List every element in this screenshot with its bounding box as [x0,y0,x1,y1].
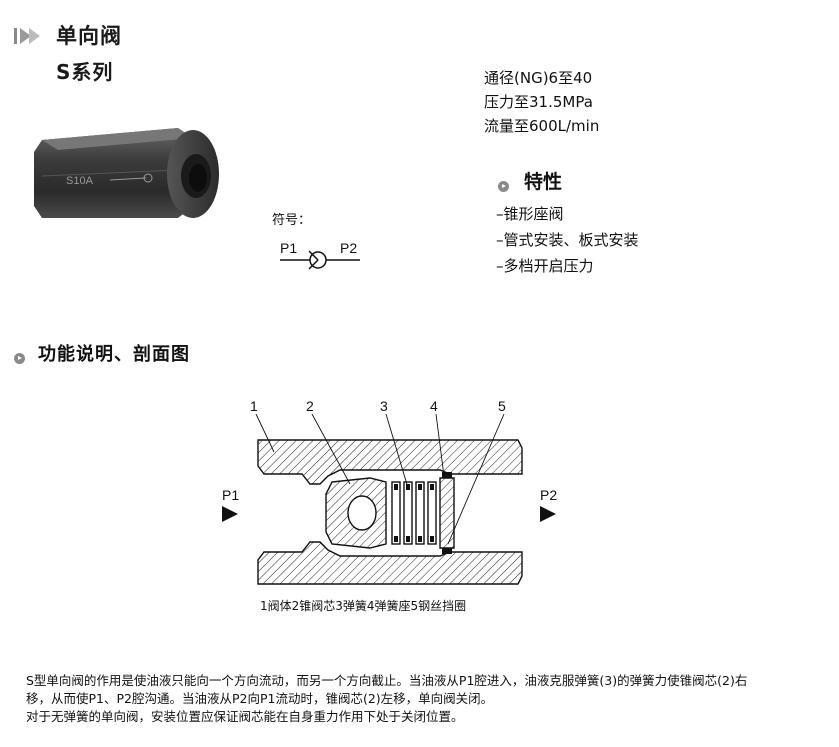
spec-pressure: 压力至31.5MPa [484,93,593,111]
title-arrow-icon [14,28,40,44]
port-in-label: P1 [222,487,239,503]
section-bullet-icon [14,349,25,368]
flow-in-arrow-icon [222,506,238,522]
port-out-label: P2 [540,487,557,503]
description: S型单向阀的作用是使油液只能向一个方向流动，而另一个方向截止。当油液从P1腔进入… [26,672,834,726]
body-marking: S10A [66,175,94,187]
description-line: 对于无弹簧的单向阀，安装位置应保证阀芯能在自身重力作用下处于关闭位置。 [26,709,464,724]
description-line: 移，从而使P1、P2腔沟通。当油液从P2向P1流动时，锥阀芯(2)左移，单向阀关… [26,691,494,706]
spec-list: 通径(NG)6至40 压力至31.5MPa 流量至600L/min [484,66,599,138]
symbol-p1: P1 [280,240,297,256]
cross-section-diagram: 1 2 3 4 5 P1 P2 [222,398,557,585]
description-line: S型单向阀的作用是使油液只能向一个方向流动，而另一个方向截止。当油液从P1腔进入… [26,673,748,688]
spec-flow: 流量至600L/min [484,117,600,135]
product-photo: S10A [34,128,219,218]
symbol-label: 符号： [272,213,312,228]
check-valve-symbol: P1 P2 [280,240,360,270]
callout-4: 4 [430,398,438,414]
feature-item: –锥形座阀 [496,205,564,223]
callout-1: 1 [250,398,258,414]
symbol-p2: P2 [340,240,357,256]
section-title: 功能说明、剖面图 [38,344,190,365]
feature-item: –管式安装、板式安装 [496,231,639,249]
diagram-caption: 1阀体2锥阀芯3弹簧4弹簧座5钢丝挡圈 [260,599,467,613]
callout-2: 2 [306,398,314,414]
callout-3: 3 [380,398,388,414]
callout-5: 5 [498,398,506,414]
feature-list: –锥形座阀 –管式安装、板式安装 –多档开启压力 [496,201,639,279]
series-title: S系列 [56,60,114,84]
features-bullet-icon [498,177,509,196]
flow-out-arrow-icon [540,506,556,522]
spec-nominal-size: 通径(NG)6至40 [484,69,593,87]
page-title: 单向阀 [56,24,122,48]
features-title: 特性 [524,171,563,193]
feature-item: –多档开启压力 [496,257,594,275]
